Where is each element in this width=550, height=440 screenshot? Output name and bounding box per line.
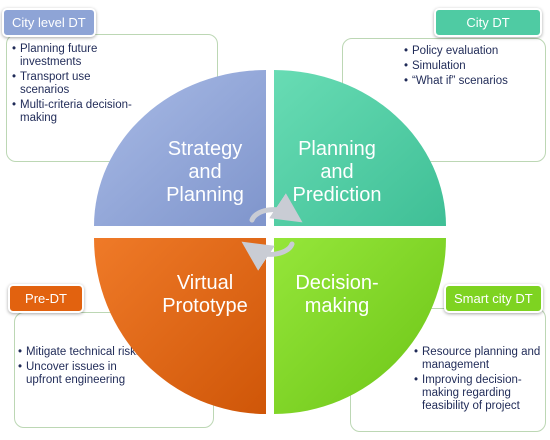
circular-arrows-icon	[241, 193, 303, 271]
list-city-dt: Policy evaluation Simulation “What if” s…	[404, 45, 542, 90]
list-item: Transport use scenarios	[12, 71, 132, 97]
quadrant-label-bottom-left: Virtual Prototype	[146, 272, 264, 318]
label-line: and	[188, 161, 222, 183]
tab-city-level-dt: City level DT	[2, 8, 96, 37]
list-item: Resource planning and management	[414, 346, 544, 372]
quadrant-label-top-right: Planning and Prediction	[282, 138, 392, 207]
list-smart-city-dt: Resource planning and management Improvi…	[414, 346, 544, 415]
quadrant-label-bottom-right: Decision- making	[278, 272, 396, 318]
list-item: Simulation	[404, 60, 542, 73]
list-item: Uncover issues in upfront engineering	[18, 361, 143, 387]
tab-smart-city-dt: Smart city DT	[444, 284, 543, 313]
list-item: Policy evaluation	[404, 45, 542, 58]
list-city-level-dt: Planning future investments Transport us…	[12, 43, 132, 127]
label-line: Strategy	[167, 138, 243, 160]
label-line: making	[304, 295, 370, 317]
tab-city-dt: City DT	[434, 8, 542, 37]
label-line: Virtual	[176, 272, 234, 294]
tab-pre-dt: Pre-DT	[8, 284, 84, 313]
label-line: Decision-	[295, 272, 379, 294]
label-line: Prediction	[292, 184, 382, 206]
label-line: Prototype	[162, 295, 248, 317]
list-item: Multi-criteria decision-making	[12, 99, 132, 125]
label-line: and	[320, 161, 354, 183]
quadrant-bottom-left	[94, 238, 266, 414]
list-item: Planning future investments	[12, 43, 132, 69]
label-line: Planning	[298, 138, 376, 160]
label-line: Planning	[166, 184, 244, 206]
quadrant-label-top-left: Strategy and Planning	[150, 138, 260, 207]
list-item: Improving decision-making regarding feas…	[414, 374, 544, 413]
list-item: “What if” scenarios	[404, 75, 542, 88]
quadrant-top-left	[94, 70, 266, 226]
list-item: Mitigate technical risks	[18, 346, 143, 359]
list-pre-dt: Mitigate technical risks Uncover issues …	[18, 346, 143, 389]
quadrant-bottom-right	[274, 238, 446, 414]
quadrant-top-right	[274, 70, 446, 226]
